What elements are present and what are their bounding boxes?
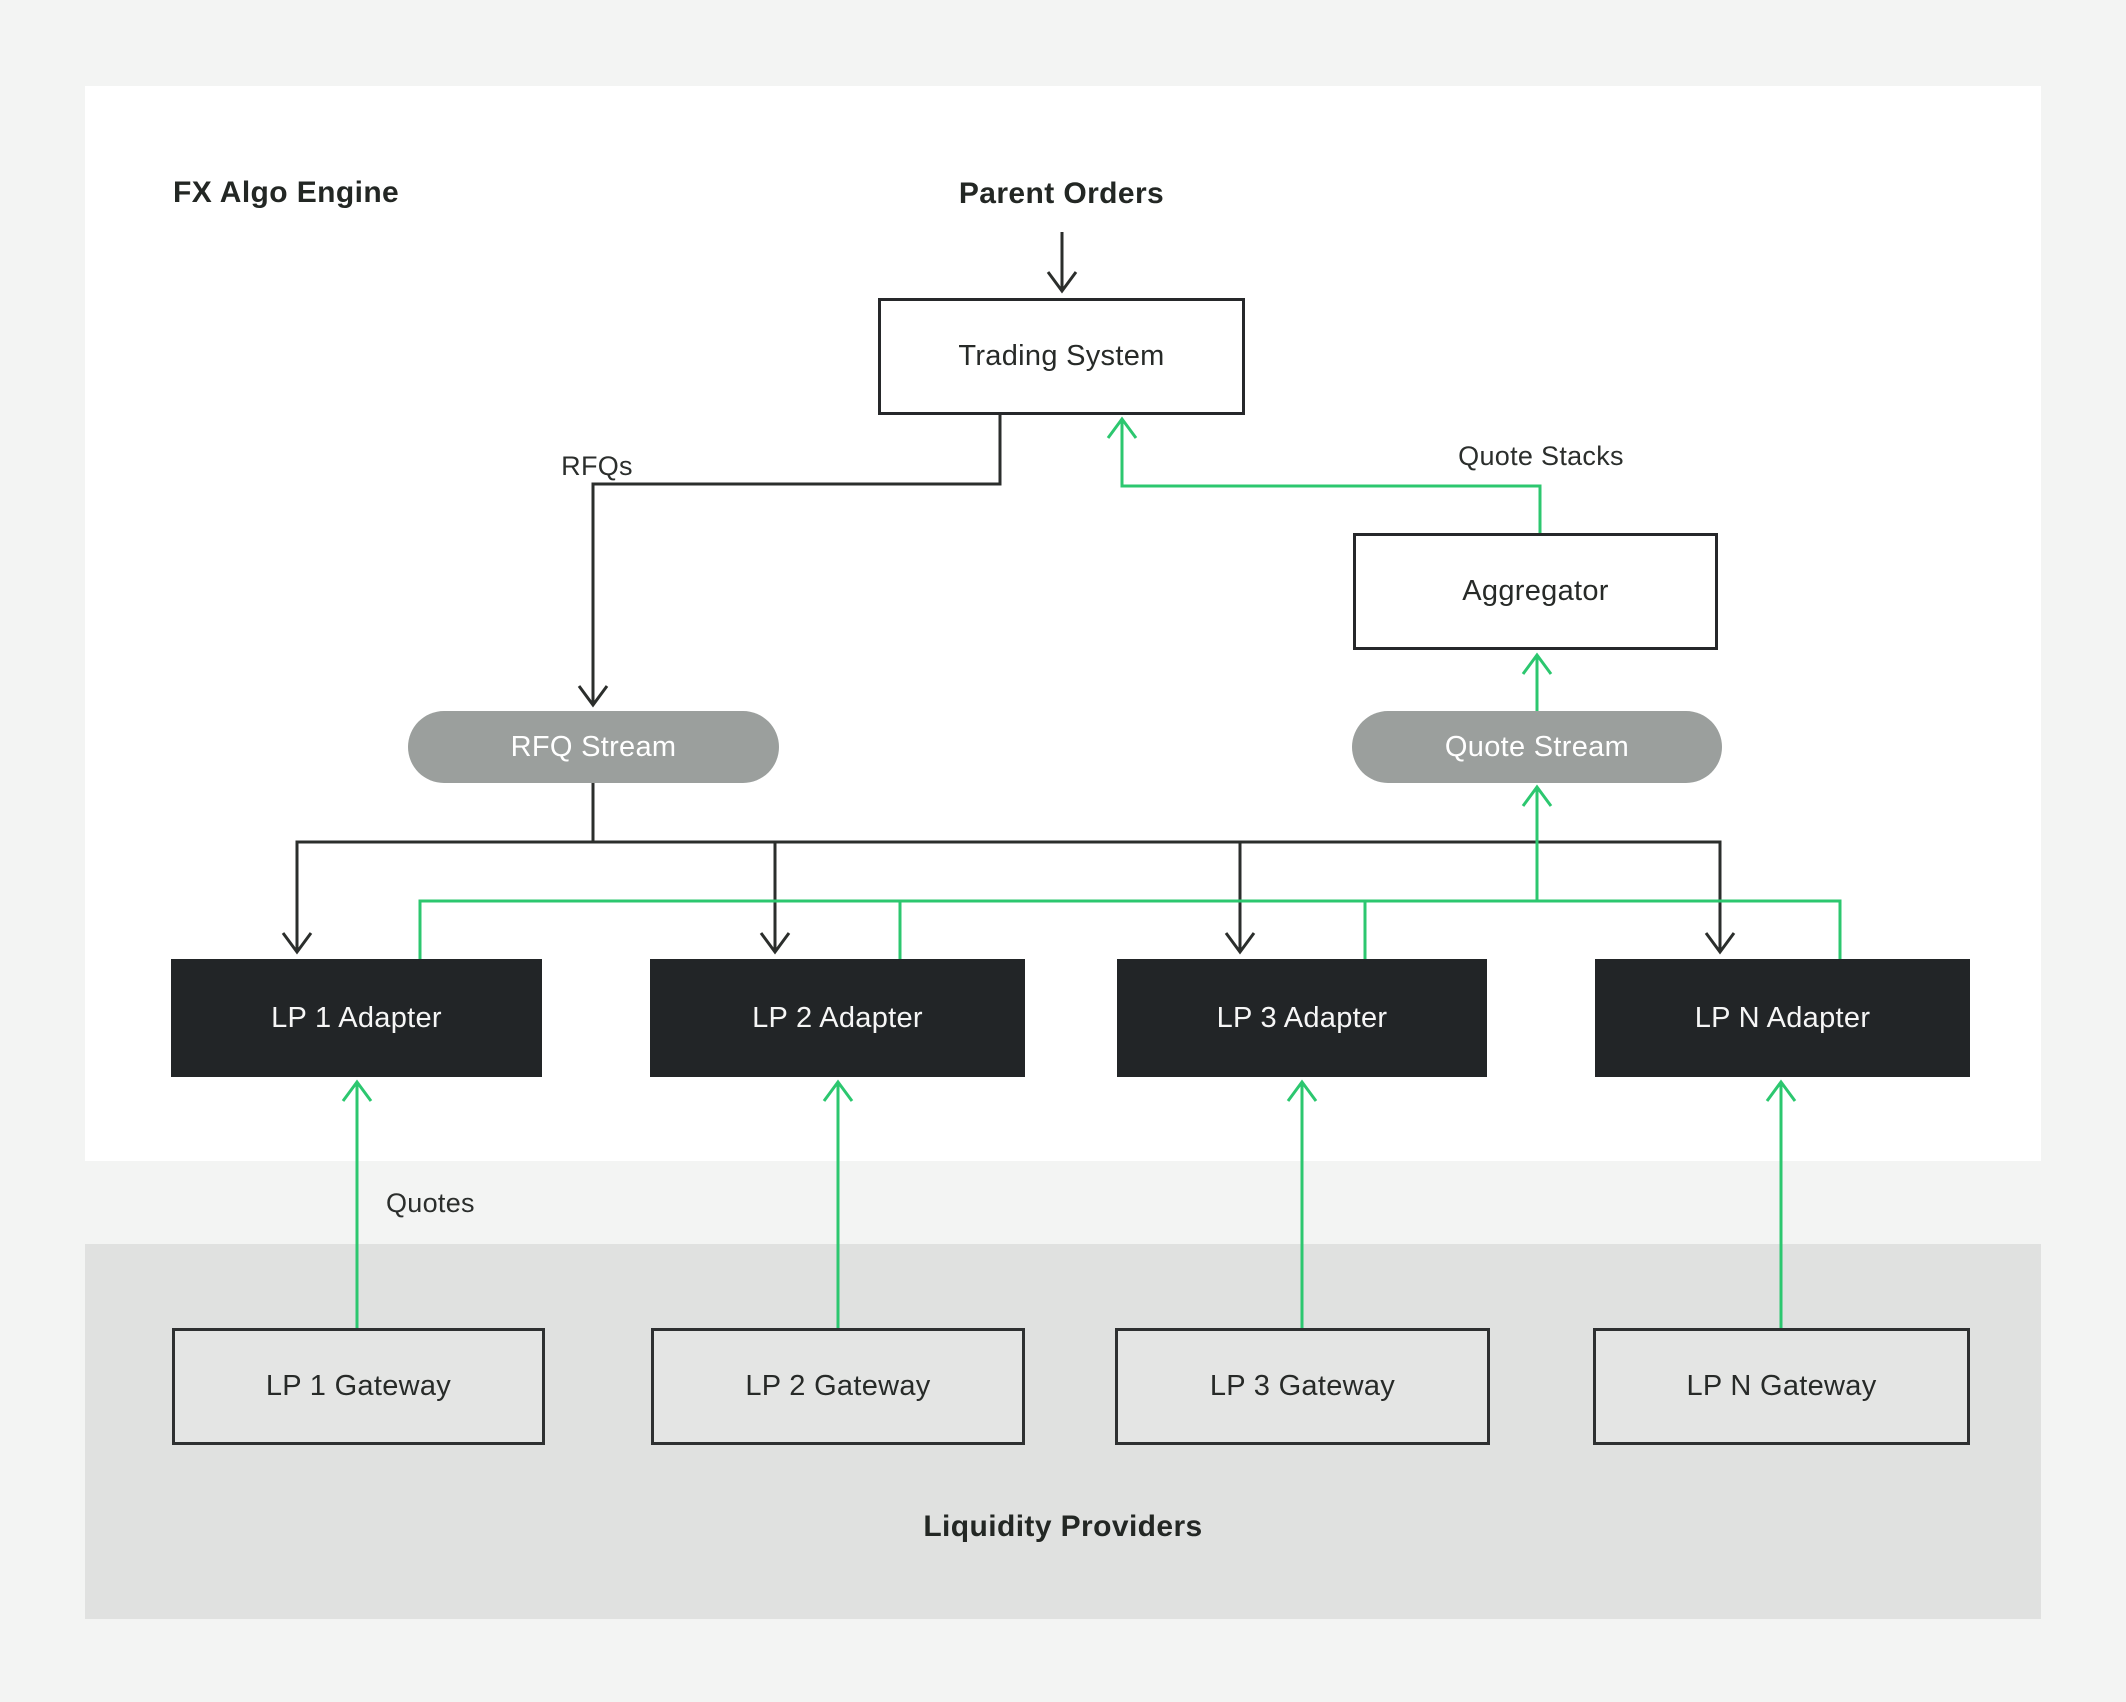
- lp3-adapter-node: LP 3 Adapter: [1117, 959, 1487, 1077]
- quotes-edge-label: Quotes: [386, 1188, 475, 1218]
- lpn-gateway-node: LP N Gateway: [1593, 1328, 1970, 1445]
- lp2-adapter-node: LP 2 Adapter: [650, 959, 1025, 1077]
- lpn-adapter-node: LP N Adapter: [1595, 959, 1970, 1077]
- quote-stream-node: Quote Stream: [1352, 711, 1722, 783]
- liquidity-providers-label: Liquidity Providers: [923, 1510, 1203, 1543]
- rfqs-edge-label: RFQs: [561, 451, 633, 481]
- lp1-adapter-node: LP 1 Adapter: [171, 959, 542, 1077]
- diagram-title: FX Algo Engine: [173, 176, 400, 209]
- aggregator-node: Aggregator: [1353, 533, 1718, 650]
- trading-system-node: Trading System: [878, 298, 1245, 415]
- rfq-stream-node: RFQ Stream: [408, 711, 779, 783]
- parent-orders-label: Parent Orders: [958, 177, 1165, 210]
- lp2-gateway-node: LP 2 Gateway: [651, 1328, 1025, 1445]
- lp3-gateway-node: LP 3 Gateway: [1115, 1328, 1490, 1445]
- lp1-gateway-node: LP 1 Gateway: [172, 1328, 545, 1445]
- quote-stacks-edge-label: Quote Stacks: [1458, 441, 1624, 471]
